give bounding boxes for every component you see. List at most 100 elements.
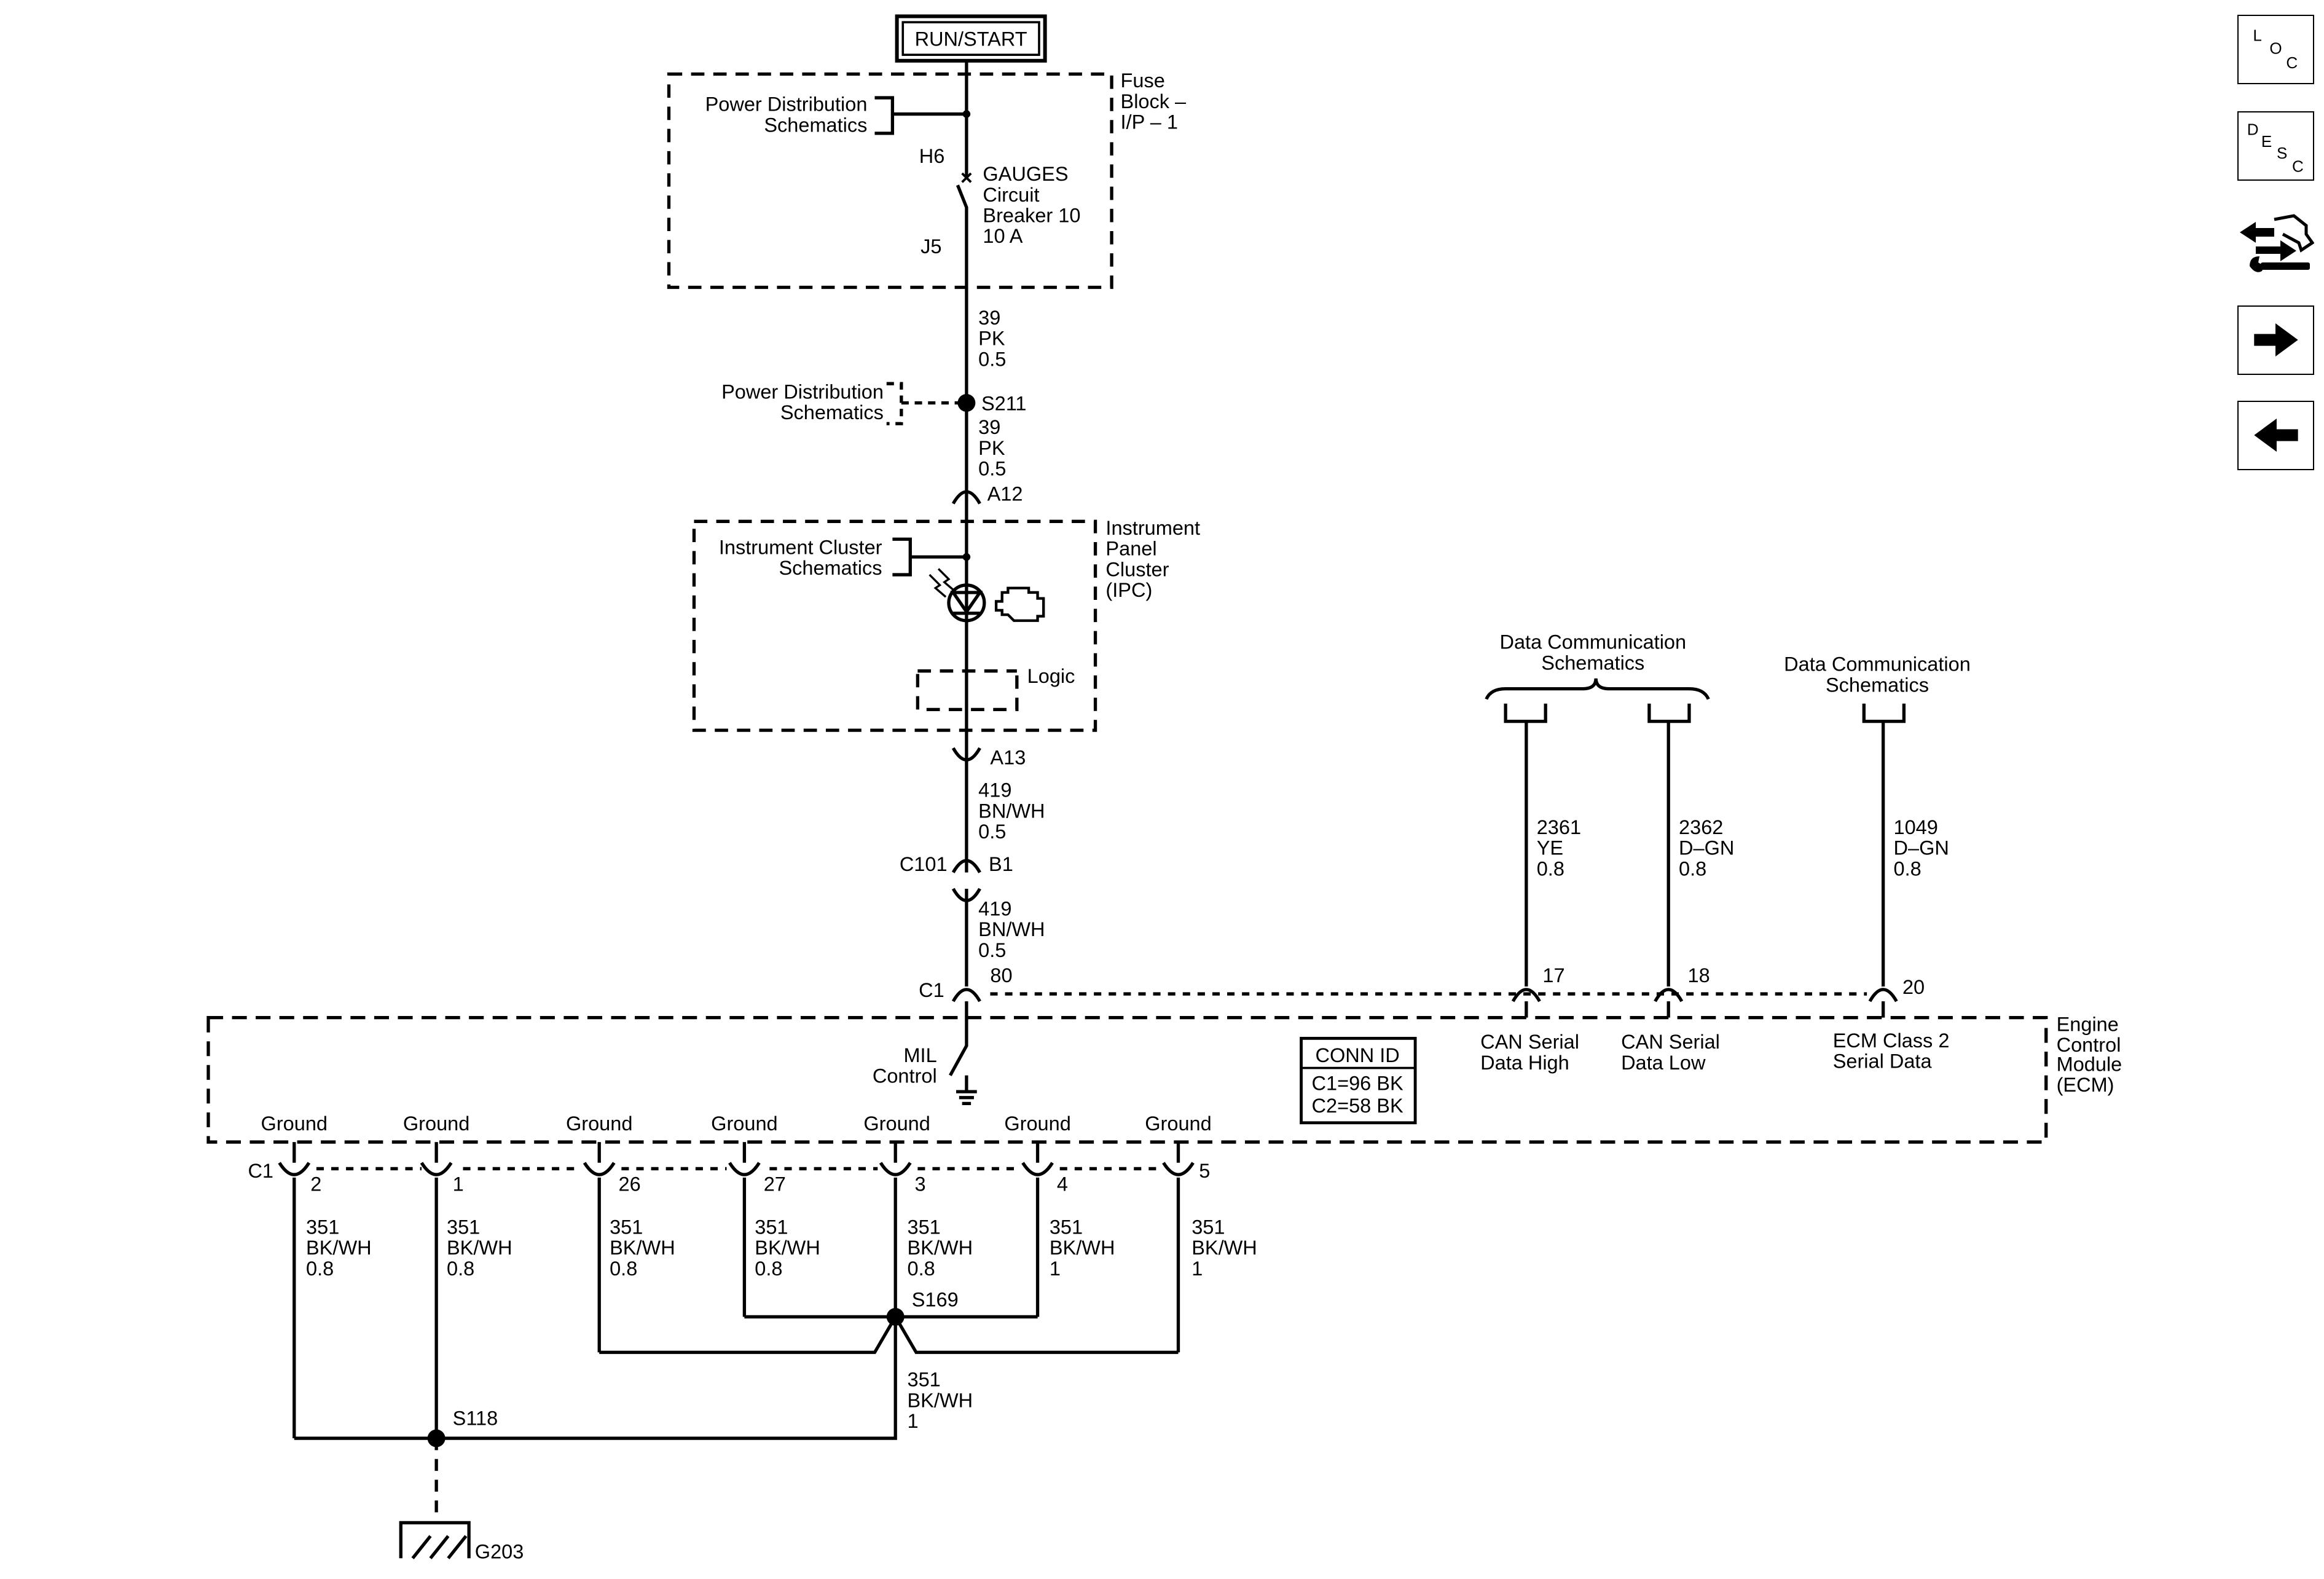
svg-text:Block –: Block – [1121,90,1187,112]
desc-letter-e: E [2261,132,2272,151]
instrument-cluster-ref[interactable]: Instrument Cluster [719,536,882,558]
wire-351-pin5: 351 [1191,1216,1225,1238]
wire-351-pin1: 351 [447,1216,480,1238]
pin-18: 18 [1688,964,1710,986]
svg-text:1: 1 [907,1410,918,1432]
splice-s169-dot [886,1307,905,1326]
previous-page-button[interactable] [2237,401,2314,470]
svg-text:1: 1 [1050,1258,1061,1280]
power-distribution-ref[interactable]: Power Distribution [705,93,868,116]
fuse-block-outline [667,72,1113,289]
svg-text:0.8: 0.8 [1537,857,1564,880]
data-comm-ref-2[interactable]: Data Communication [1784,653,1971,675]
svg-text:(IPC): (IPC) [1105,579,1152,601]
data-comm-ref-1[interactable]: Data Communication [1499,631,1686,653]
data-comm-bracket-2 [1862,703,1906,987]
svg-text:C1=96 BK: C1=96 BK [1312,1073,1403,1095]
svg-text:Data Low: Data Low [1621,1052,1706,1074]
svg-text:0.5: 0.5 [978,458,1006,480]
supply-box [895,14,1047,63]
wire-419-a: 419 [978,779,1011,801]
pin-h6: H6 [919,145,945,167]
wire-2361: 2361 [1537,816,1581,838]
splice-s169: S169 [912,1289,959,1311]
svg-text:BK/WH: BK/WH [907,1237,973,1259]
svg-text:BK/WH: BK/WH [447,1237,512,1259]
s211-ref[interactable]: Power Distribution [721,380,884,403]
wire-419-b: 419 [978,897,1011,919]
svg-text:BK/WH: BK/WH [755,1237,820,1259]
pin-2: 2 [310,1173,321,1195]
svg-text:10 A: 10 A [983,225,1023,247]
svg-text:0.5: 0.5 [978,821,1006,843]
svg-text:Schematics[interactable]: Schematics [780,401,884,423]
loc-button[interactable]: L O C [2237,15,2314,84]
splice-s211: S211 [981,393,1027,415]
arrow-right-icon [2254,323,2298,357]
svg-text:Schematics[interactable]: Schematics [1541,652,1644,674]
svg-text:0.8: 0.8 [1679,857,1706,880]
splice-s211-dot [957,394,976,412]
svg-text:BK/WH: BK/WH [306,1237,372,1259]
pin-j5: J5 [921,235,941,258]
svg-text:D–GN: D–GN [1679,837,1734,859]
svg-text:Schematics[interactable]: Schematics [764,114,867,136]
svg-text:PK: PK [978,328,1005,350]
svg-text:Schematics[interactable]: Schematics [1826,674,1929,696]
wire-351-main: 351 [907,1369,940,1391]
s211-ref-bracket [886,382,967,425]
loc-letter-o: O [2269,39,2282,58]
svg-text:Module: Module [2057,1053,2122,1075]
desc-letter-c: C [2292,157,2304,175]
pin-5: 5 [1199,1160,1210,1182]
wire-351-pin27: 351 [755,1216,788,1238]
ground-label: Ground [1004,1112,1070,1135]
can-high-label: CAN Serial [1480,1031,1579,1053]
pin-b1: B1 [989,853,1013,875]
wrench-arrows-icon[interactable] [2237,205,2315,282]
ground-symbol [399,1521,471,1559]
wire-351-pin26: 351 [610,1216,643,1238]
conn-id-title: CONN ID [1315,1044,1399,1066]
svg-text:1: 1 [1191,1258,1203,1280]
svg-text:BK/WH: BK/WH [1050,1237,1115,1259]
svg-text:0.8: 0.8 [1894,857,1922,880]
svg-text:BN/WH: BN/WH [978,800,1045,822]
ipc-label: Instrument [1105,517,1200,539]
svg-text:Panel: Panel [1105,538,1156,560]
wire-2362: 2362 [1679,816,1723,838]
svg-text:D–GN: D–GN [1894,837,1949,859]
wire-351-pin2: 351 [306,1216,339,1238]
svg-text:Control: Control [873,1065,937,1087]
pin-a12: A12 [987,483,1023,505]
loc-letter-l: L [2253,26,2261,45]
next-page-button[interactable] [2237,305,2314,375]
wire-351-pin3: 351 [907,1216,940,1238]
ipc-outline [692,519,1097,732]
supply-label: RUN/START [915,28,1027,50]
ground-label: Ground [566,1112,632,1135]
svg-text:0.5: 0.5 [978,939,1006,961]
ground-label: Ground [711,1112,777,1135]
pin-27: 27 [764,1173,786,1195]
svg-text:(ECM): (ECM) [2057,1074,2114,1096]
pin-4: 4 [1057,1173,1068,1195]
svg-text:Schematics[interactable]: Schematics [779,557,882,579]
mil-control-label: MIL [903,1044,936,1066]
svg-text:C2=58 BK: C2=58 BK [1312,1095,1403,1117]
ground-label: Ground [1145,1112,1211,1135]
pin-20: 20 [1902,976,1925,998]
svg-text:0.8: 0.8 [907,1258,935,1280]
pin-26: 26 [619,1173,641,1195]
wire-351-pin4: 351 [1050,1216,1083,1238]
connector-c101: C101 [900,853,948,875]
ground-g203: G203 [475,1540,524,1562]
breaker-contact [956,184,968,987]
pin-3: 3 [915,1173,926,1195]
svg-text:Cluster: Cluster [1105,558,1169,580]
svg-text:0.8: 0.8 [610,1258,637,1280]
desc-button[interactable]: D E S C [2237,111,2314,181]
mil-indicator-circle [947,583,986,623]
svg-text:0.8: 0.8 [447,1258,474,1280]
